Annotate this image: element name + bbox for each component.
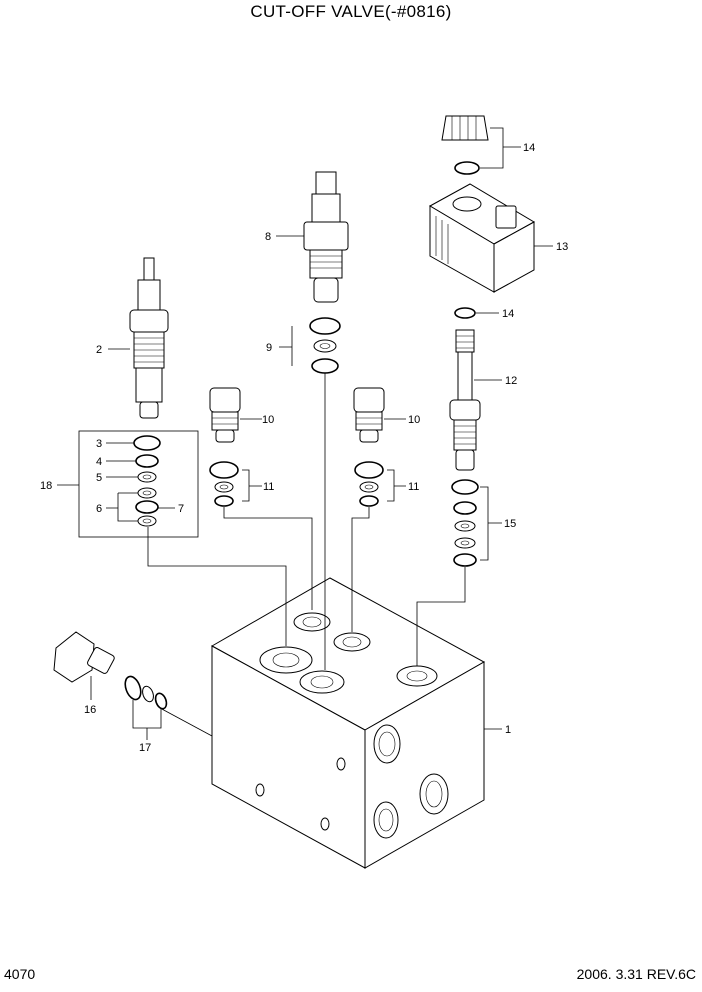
valve-block — [210, 577, 486, 869]
plug-10-right — [353, 387, 385, 443]
callout-10-right: 10 — [408, 414, 420, 426]
callout-13: 13 — [556, 241, 568, 253]
callout-11-left: 11 — [263, 481, 274, 493]
callout-12: 12 — [505, 375, 517, 387]
page-number: 4070 — [4, 966, 36, 982]
callout-10-left: 10 — [262, 414, 274, 426]
callout-7: 7 — [178, 503, 184, 515]
callout-17: 17 — [139, 742, 151, 754]
callout-15: 15 — [504, 518, 516, 530]
valve-cartridge-8 — [303, 171, 349, 303]
callout-6: 6 — [96, 503, 102, 515]
callout-11-right: 11 — [408, 481, 419, 493]
solenoid-tube-12 — [449, 329, 481, 471]
callout-16: 16 — [84, 704, 96, 716]
callout-4: 4 — [96, 456, 102, 468]
plug-10-left — [209, 387, 241, 443]
callout-3: 3 — [96, 438, 102, 450]
revision-date: 2006. 3.31 REV.6C — [576, 966, 696, 982]
callout-2: 2 — [96, 344, 102, 356]
callout-8: 8 — [265, 231, 271, 243]
callout-labels: 1 2 3 4 5 6 7 8 9 10 10 11 11 12 13 14 1… — [40, 142, 568, 754]
callout-5: 5 — [96, 472, 102, 484]
valve-cartridge-2 — [129, 257, 169, 419]
seal-rings — [124, 161, 480, 710]
reference-lines — [57, 127, 553, 740]
callout-14-bottom: 14 — [502, 308, 514, 320]
callout-9: 9 — [266, 342, 272, 354]
callout-14-top: 14 — [523, 142, 535, 154]
solenoid-coil-13 — [428, 183, 536, 293]
callout-1: 1 — [505, 724, 511, 736]
nut-14 — [441, 115, 489, 141]
page-title: CUT-OFF VALVE(-#0816) — [250, 2, 452, 21]
plug-16 — [53, 631, 115, 683]
callout-18: 18 — [40, 480, 52, 492]
